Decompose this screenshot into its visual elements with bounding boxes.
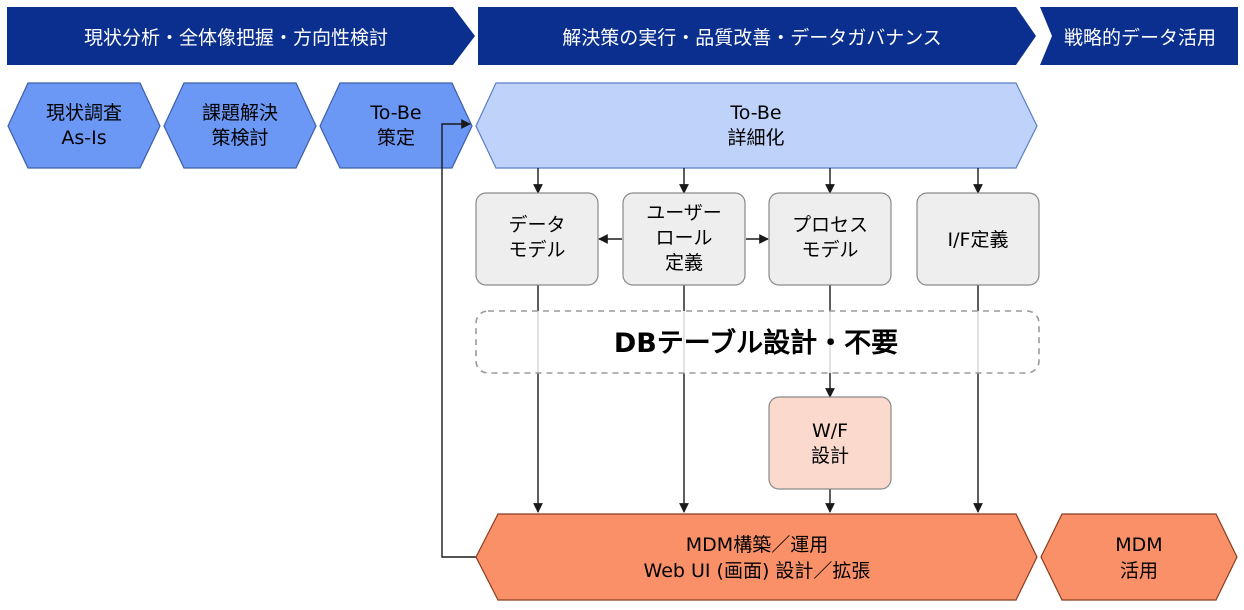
svg-text:プロセス: プロセス xyxy=(792,214,868,236)
box-process-model: プロセス モデル xyxy=(768,192,892,286)
step-tobe: To-Be 策定 xyxy=(319,82,473,169)
phase-3-label: 戦略的データ活用 xyxy=(1064,27,1216,49)
svg-text:W/F: W/F xyxy=(812,420,848,442)
db-table-box: DBテーブル設計・不要 xyxy=(475,310,1040,374)
svg-text:As-Is: As-Is xyxy=(61,127,106,149)
svg-text:MDM: MDM xyxy=(1115,534,1162,556)
box-user-role: ユーザー ロール 定義 xyxy=(622,192,746,286)
step-tobe-detail: To-Be 詳細化 xyxy=(475,82,1038,169)
svg-text:策検討: 策検討 xyxy=(211,127,268,149)
box-data-model: データ モデル xyxy=(475,192,599,286)
svg-text:I/F定義: I/F定義 xyxy=(948,229,1009,251)
phase-bar-3: 戦略的データ活用 xyxy=(1040,7,1238,65)
svg-text:To-Be: To-Be xyxy=(729,102,781,124)
svg-text:データ: データ xyxy=(508,214,565,236)
phase-bar-1: 現状分析・全体像把握・方向性検討 xyxy=(7,7,475,65)
output-mdm-use: MDM 活用 xyxy=(1040,513,1238,601)
phase-2-label: 解決策の実行・品質改善・データガバナンス xyxy=(562,27,942,49)
output-mdm-build: MDM構築／運用 Web UI (画面) 設計／拡張 xyxy=(475,513,1038,601)
svg-text:詳細化: 詳細化 xyxy=(727,127,784,149)
svg-text:モデル: モデル xyxy=(801,239,858,261)
svg-text:設計: 設計 xyxy=(811,445,849,467)
phase-bar-2: 解決策の実行・品質改善・データガバナンス xyxy=(478,7,1036,65)
detail-arrows xyxy=(533,168,983,194)
svg-text:定義: 定義 xyxy=(665,252,703,274)
svg-text:モデル: モデル xyxy=(508,239,565,261)
box-wf: W/F 設計 xyxy=(768,396,892,490)
svg-text:ユーザー: ユーザー xyxy=(646,202,722,224)
phase-1-label: 現状分析・全体像把握・方向性検討 xyxy=(84,27,388,49)
svg-text:活用: 活用 xyxy=(1120,560,1158,582)
svg-text:To-Be: To-Be xyxy=(369,102,421,124)
db-table-label: DBテーブル設計・不要 xyxy=(614,327,898,359)
svg-text:ロール: ロール xyxy=(655,227,712,249)
svg-text:Web UI (画面) 設計／拡張: Web UI (画面) 設計／拡張 xyxy=(644,560,871,582)
tobe-to-mdm-connector xyxy=(441,119,478,558)
box-if-def: I/F定義 xyxy=(916,192,1040,286)
svg-text:MDM構築／運用: MDM構築／運用 xyxy=(686,534,828,556)
svg-text:現状調査: 現状調査 xyxy=(46,102,122,124)
svg-text:課題解決: 課題解決 xyxy=(202,102,278,124)
step-asis: 現状調査 As-Is xyxy=(7,82,161,169)
step-kadai: 課題解決 策検討 xyxy=(163,82,317,169)
svg-text:策定: 策定 xyxy=(377,127,415,149)
